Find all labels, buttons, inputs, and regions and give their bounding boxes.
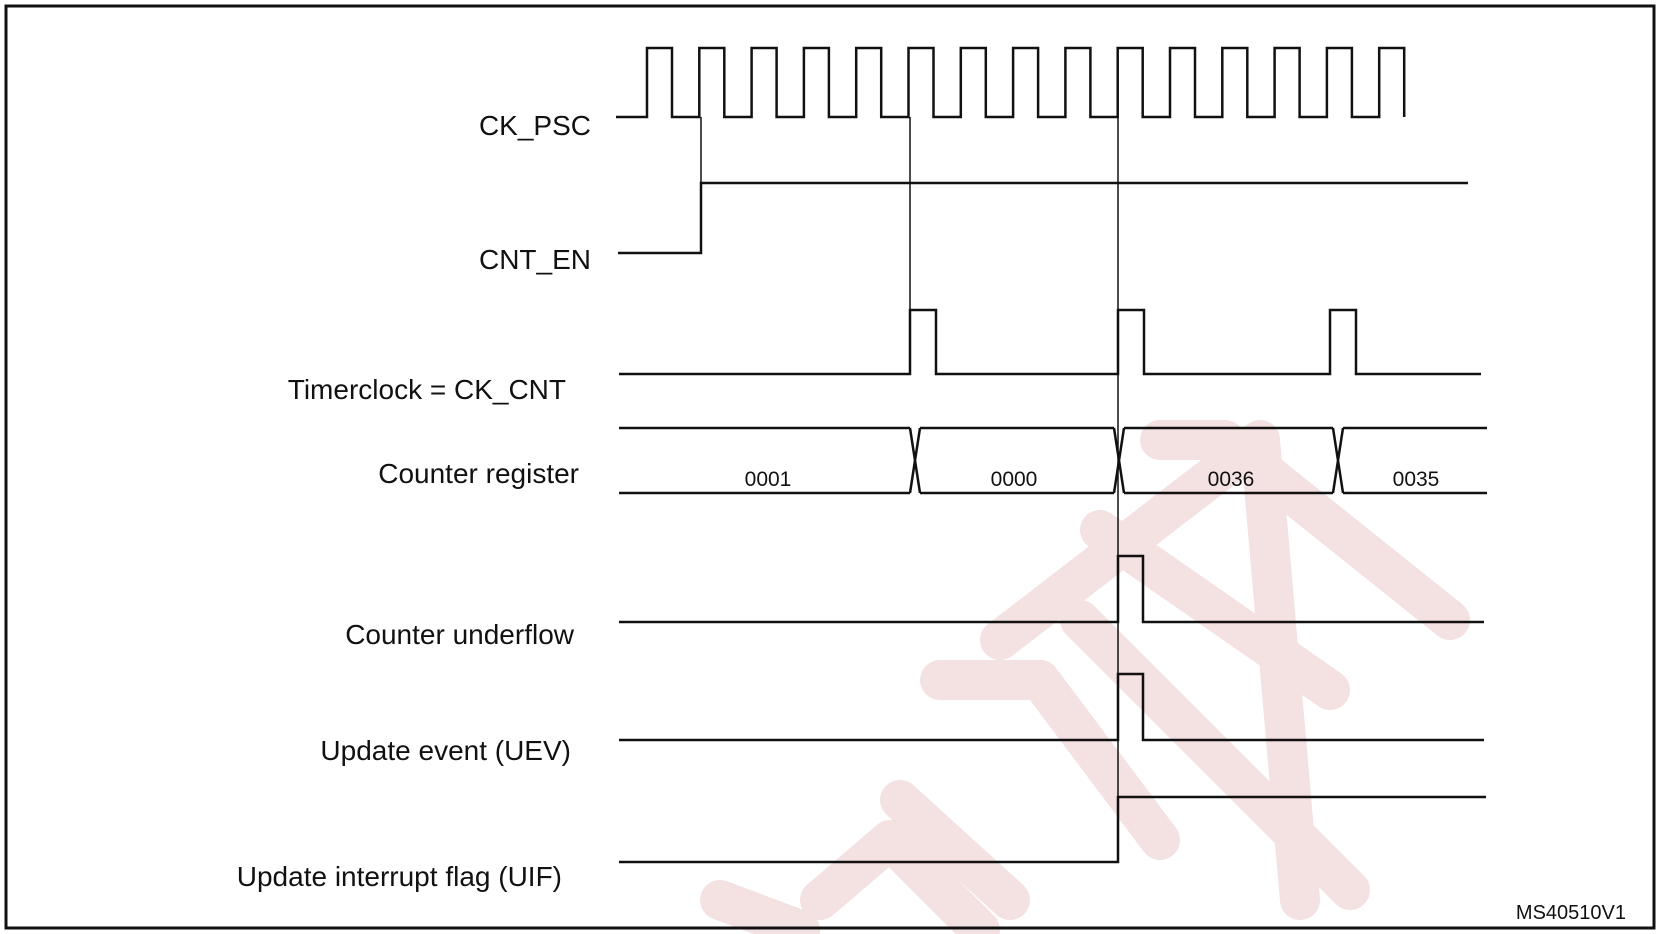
counter-value-2: 0036 bbox=[1207, 468, 1255, 491]
counter-register-transition-2 bbox=[1331, 427, 1345, 494]
counter-register-transition-1 bbox=[1112, 427, 1126, 494]
counter-value-1: 0000 bbox=[990, 468, 1038, 491]
counter-value-0: 0001 bbox=[744, 468, 792, 491]
label-cnt-en: CNT_EN bbox=[478, 244, 591, 275]
figure-id: MS40510V1 bbox=[1515, 902, 1626, 924]
label-update-event: Update event (UEV) bbox=[320, 735, 571, 766]
label-update-interrupt-flag: Update interrupt flag (UIF) bbox=[236, 861, 562, 892]
outer-border bbox=[4, 4, 1656, 930]
counter-value-3: 0035 bbox=[1392, 468, 1440, 491]
counter-register-transition-0 bbox=[908, 427, 922, 494]
label-ck-psc: CK_PSC bbox=[478, 110, 591, 141]
label-counter-underflow: Counter underflow bbox=[345, 619, 574, 650]
watermark-confidential bbox=[700, 420, 1470, 934]
ck-psc-wave bbox=[616, 46, 1406, 119]
label-counter-register: Counter register bbox=[378, 458, 579, 489]
counter-underflow-wave bbox=[619, 554, 1484, 624]
timerclock-wave bbox=[619, 308, 1481, 376]
update-event-wave bbox=[619, 672, 1484, 742]
label-timerclock: Timerclock = CK_CNT bbox=[287, 374, 566, 405]
cnt-en-wave bbox=[618, 181, 1468, 255]
update-interrupt-flag-wave bbox=[619, 795, 1486, 864]
